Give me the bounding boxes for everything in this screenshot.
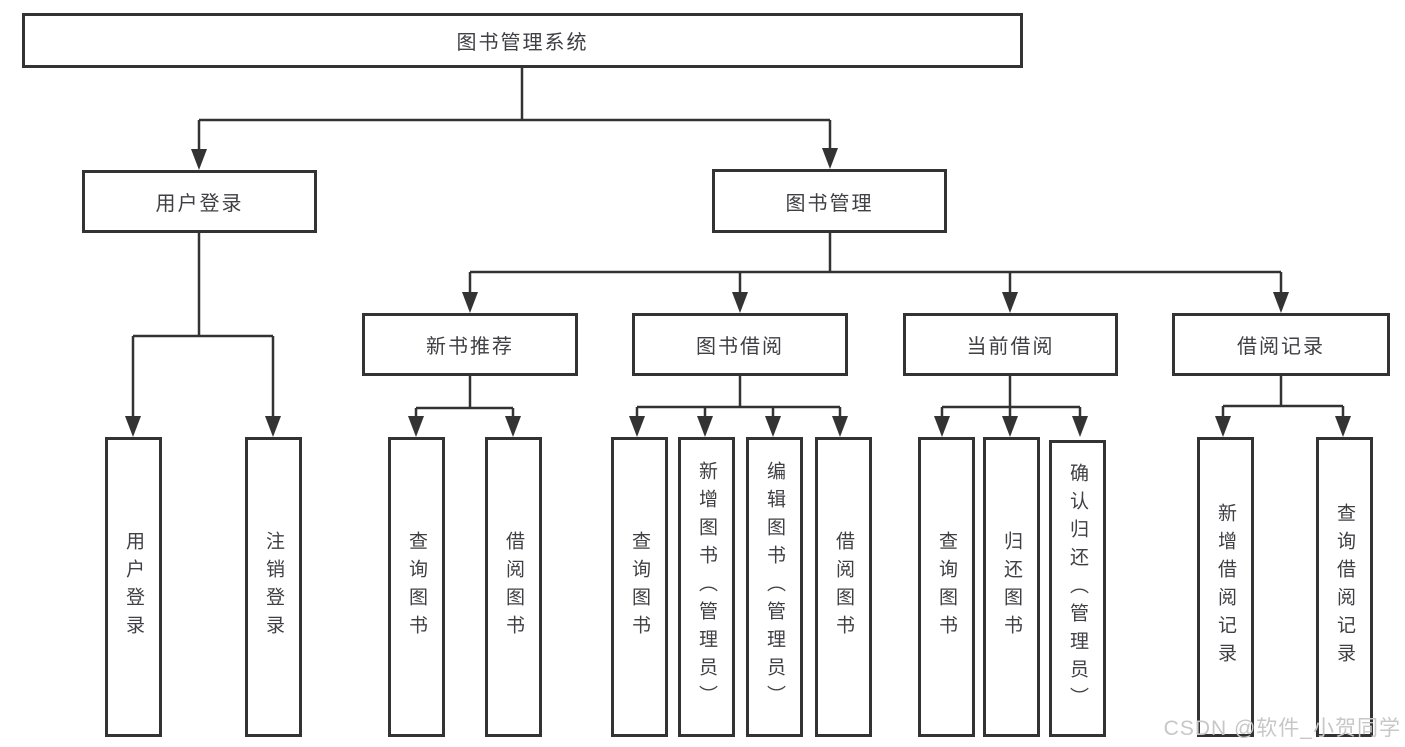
leaf-borrowing-borrow-books: 借阅图书: [815, 437, 872, 737]
leaf-records-query-record-label: 查询借阅记录: [1334, 503, 1355, 671]
watermark: CSDN @软件_小贺同学: [1163, 717, 1401, 740]
leaf-borrowing-edit-books-admin-label: 编辑图书（管理员）: [764, 461, 785, 713]
leaf-current-query-books-label: 查询图书: [936, 531, 957, 643]
leaf-recommend-query-books: 查询图书: [388, 437, 445, 737]
node-book-management: 图书管理: [712, 169, 947, 233]
node-current-borrowing: 当前借阅: [903, 313, 1118, 376]
arrowheads: [125, 148, 1351, 437]
leaf-recommend-query-books-label: 查询图书: [406, 531, 427, 643]
leaf-borrowing-add-books-admin-label: 新增图书（管理员）: [696, 461, 717, 713]
leaf-current-query-books: 查询图书: [918, 437, 975, 737]
root-node: 图书管理系统: [22, 13, 1023, 68]
leaf-borrowing-query-books: 查询图书: [611, 437, 668, 737]
node-new-book-recommend: 新书推荐: [362, 313, 578, 376]
leaf-user-login-label: 用户登录: [123, 531, 144, 643]
leaf-borrowing-borrow-books-label: 借阅图书: [833, 531, 854, 643]
leaf-records-add-record-label: 新增借阅记录: [1215, 503, 1236, 671]
leaf-records-add-record: 新增借阅记录: [1197, 437, 1254, 737]
leaf-current-confirm-return-admin: 确认归还（管理员）: [1049, 440, 1106, 737]
leaf-logout-label: 注销登录: [263, 531, 284, 643]
leaf-user-login: 用户登录: [105, 437, 162, 737]
leaf-current-return-books-label: 归还图书: [1001, 531, 1022, 643]
leaf-logout: 注销登录: [245, 437, 302, 737]
node-borrowing-records: 借阅记录: [1172, 313, 1390, 376]
leaf-current-return-books: 归还图书: [983, 437, 1040, 737]
leaf-borrowing-edit-books-admin: 编辑图书（管理员）: [746, 437, 803, 737]
leaf-recommend-borrow-books-label: 借阅图书: [503, 531, 524, 643]
leaf-borrowing-add-books-admin: 新增图书（管理员）: [678, 437, 735, 737]
leaf-recommend-borrow-books: 借阅图书: [485, 437, 542, 737]
leaf-current-confirm-return-admin-label: 确认归还（管理员）: [1067, 462, 1088, 715]
node-book-borrowing: 图书借阅: [632, 313, 848, 376]
node-user-login: 用户登录: [82, 170, 317, 233]
leaf-records-query-record: 查询借阅记录: [1316, 437, 1373, 737]
leaf-borrowing-query-books-label: 查询图书: [629, 531, 650, 643]
